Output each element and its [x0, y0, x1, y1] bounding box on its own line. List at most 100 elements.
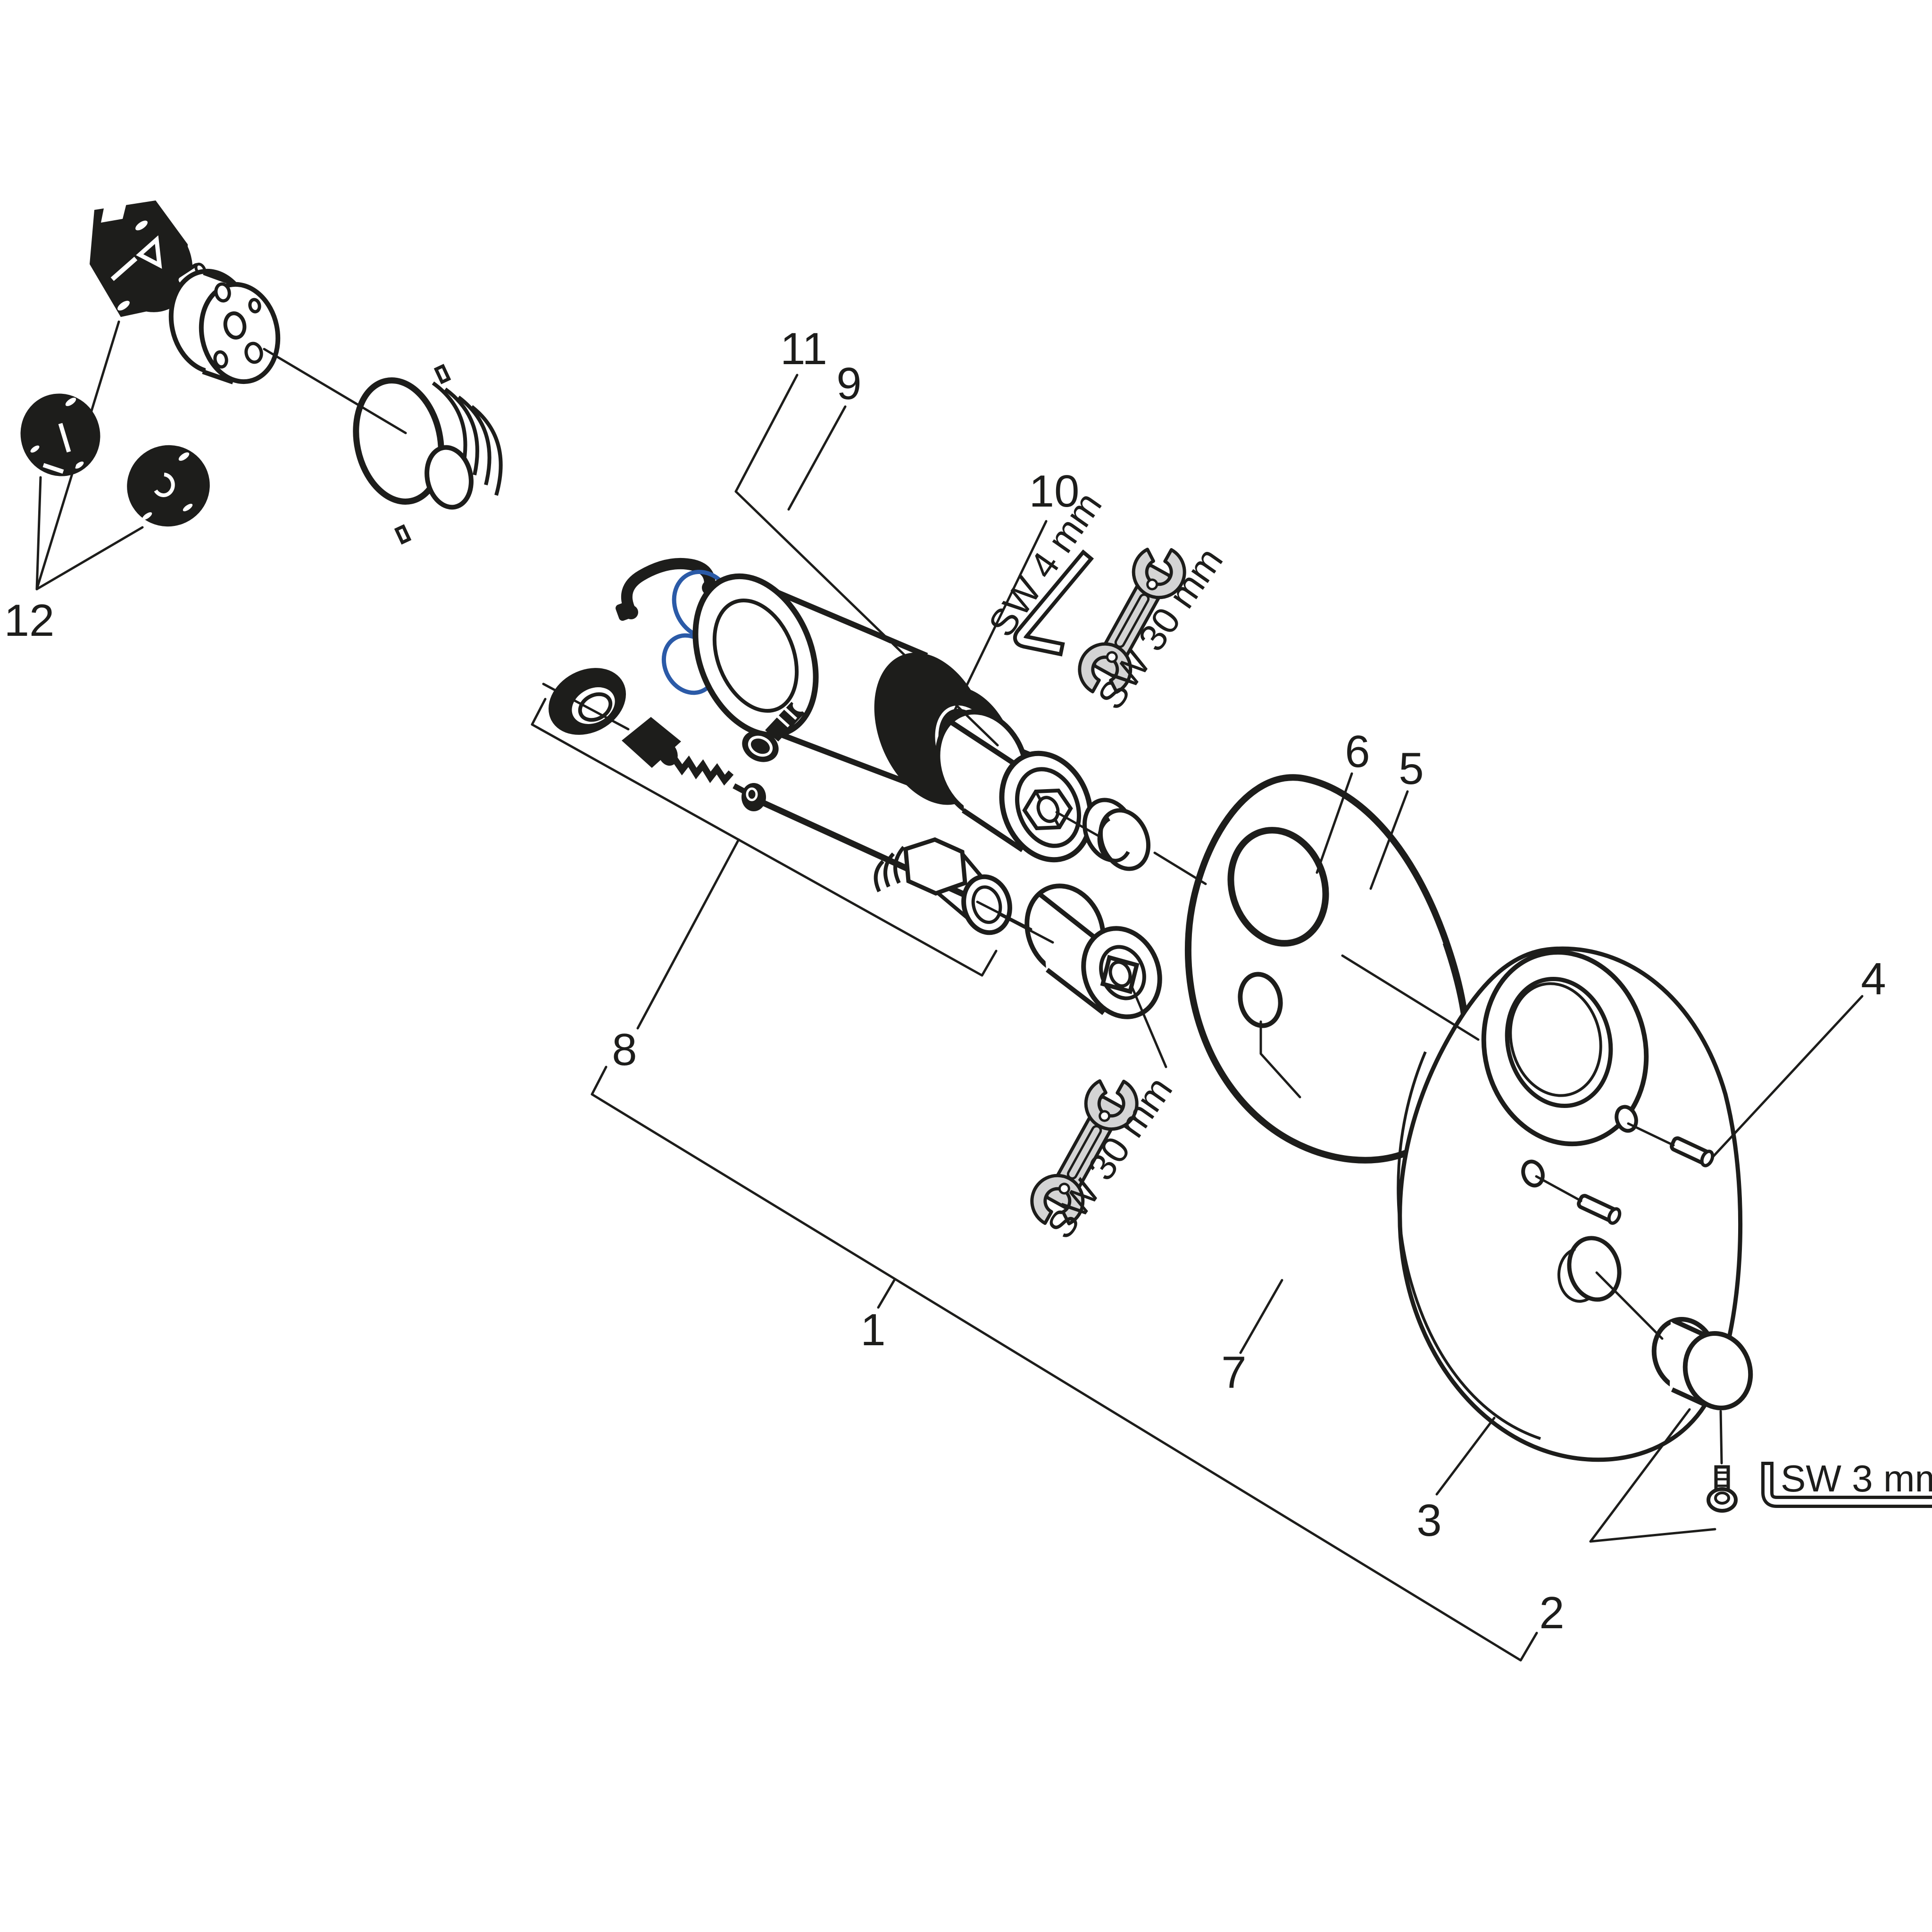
cartridge-screw — [742, 701, 806, 762]
leader-line-sleeve-to-wrench — [1130, 983, 1167, 1068]
cartridge-face-ring — [712, 598, 799, 713]
flange-hole-center — [223, 311, 247, 340]
knob-face — [105, 216, 193, 312]
pin-2 — [1577, 1194, 1622, 1225]
callout-number-11: 11 — [780, 324, 827, 374]
sleeve-recess — [1015, 767, 1082, 848]
leader-line-bracket-8 — [531, 698, 998, 977]
fitting-thread — [883, 852, 895, 888]
square-bore-hole — [1108, 960, 1132, 988]
screw-tip — [792, 701, 806, 712]
leader-line-callout-4 — [1712, 995, 1864, 1158]
leader-line-flange-axis — [263, 348, 407, 434]
leader-line-cap-to-plate — [1153, 851, 1207, 885]
flange-edge — [203, 270, 236, 286]
leader-line-callout-7 — [1239, 1279, 1283, 1354]
leader-line-hexnut-to-cap — [1055, 811, 1101, 838]
leader-line-callout-12-a — [35, 476, 42, 591]
plate2-edge-line — [1397, 1051, 1541, 1440]
wrench-hole — [1146, 578, 1158, 591]
clip-foot — [616, 601, 633, 621]
mounting-flange — [168, 268, 281, 384]
flange-edge — [202, 369, 234, 384]
pin-1 — [1670, 1136, 1715, 1167]
callout-number-8: 8 — [612, 1024, 637, 1075]
leader-line-callout-12-b — [35, 320, 120, 591]
rod-bead-highlight — [746, 787, 758, 801]
tool-size-label-sw3: SW 3 mm — [1781, 1457, 1932, 1499]
leader-line-callout-2-a — [1589, 1408, 1691, 1543]
callout-number-6: 6 — [1345, 726, 1370, 777]
leader-line-pinhole-1 — [1627, 1122, 1675, 1147]
pin-cap — [1700, 1149, 1715, 1167]
leader-line-callout-8-tick — [636, 838, 740, 1030]
allen-key-fill — [1016, 555, 1089, 652]
leader-line-callout-2-b — [1589, 1528, 1716, 1543]
fitting-thread — [874, 860, 884, 892]
ring-tab-bottom — [394, 524, 412, 545]
flange-hole — [213, 350, 228, 369]
callout-number-7: 7 — [1221, 1347, 1246, 1398]
leader-line-knobhole-axis — [1595, 1271, 1664, 1340]
handle-knob — [90, 200, 193, 317]
disc — [127, 445, 210, 527]
disc-tick — [65, 398, 76, 406]
plate2-pin-hole-2 — [1521, 1159, 1545, 1188]
threaded-fitting — [874, 837, 1012, 935]
allen-key-fill — [1765, 1465, 1932, 1505]
disc — [20, 393, 100, 476]
wrench-hole — [1106, 651, 1118, 663]
leader-line-callout-3 — [1435, 1416, 1496, 1496]
allen-key-4mm — [1013, 549, 1094, 657]
knob2-edge — [1672, 1318, 1708, 1338]
rod-spring — [671, 755, 734, 786]
fitting-thread — [893, 846, 906, 884]
disc-mark — [58, 423, 71, 453]
ring-bore-rim — [578, 692, 613, 722]
cartridge-slot — [843, 618, 864, 631]
taper-cap — [1082, 798, 1151, 871]
hex-bore — [1036, 796, 1060, 823]
plate1-small-hole — [1238, 972, 1283, 1028]
knob-tick-top — [135, 220, 148, 231]
plate2-collar-hole-inner — [1509, 982, 1602, 1097]
flange-hole — [214, 282, 231, 303]
callout-number-4: 4 — [1861, 954, 1886, 1004]
plate2-collar-hole — [1505, 976, 1613, 1108]
leader-line-bracket-1 — [591, 1066, 1538, 1662]
wrench-30mm-bottom — [1030, 1079, 1139, 1225]
knob-notch — [101, 200, 127, 223]
leader-line-fitting-to-sleeve — [998, 913, 1054, 944]
callout-number-1: 1 — [860, 1305, 885, 1355]
leader-line-rod-axis-left — [542, 683, 630, 731]
extension-sleeve — [935, 709, 1093, 863]
cap-face — [1098, 808, 1151, 871]
disc-tick — [142, 512, 152, 520]
disc-mark — [42, 463, 64, 474]
shutoff-knob — [1651, 1317, 1753, 1410]
knob-arrow-shaft — [110, 257, 138, 281]
setscrew-head — [1707, 1487, 1738, 1513]
leader-line-small-hole-drop — [1259, 1020, 1301, 1099]
callout-number-10: 10 — [1029, 466, 1080, 516]
screw-rib — [776, 715, 790, 728]
leader-line-callout-11 — [734, 374, 799, 493]
disc-tick — [75, 461, 84, 469]
fitting-hex — [903, 837, 967, 896]
flange-hole — [244, 341, 263, 364]
leader-line-knob-screw-axis — [1719, 1410, 1723, 1465]
knob-tick-bottom — [117, 300, 130, 311]
fitting-bore-inner — [971, 885, 1002, 924]
tool-size-label-sw30b: SW 30 mm — [1039, 1069, 1181, 1246]
flange-hole — [248, 298, 261, 314]
leader-line-callout-5 — [1369, 790, 1409, 890]
pin-cap — [1607, 1207, 1622, 1225]
setscrew-socket — [1714, 1491, 1730, 1505]
packing-ring — [548, 668, 626, 735]
wrench-hole — [1058, 1183, 1070, 1195]
sleeve2-edge — [1045, 968, 1106, 1015]
ring-bore — [425, 445, 474, 510]
callout-number-12: 12 — [4, 595, 55, 646]
